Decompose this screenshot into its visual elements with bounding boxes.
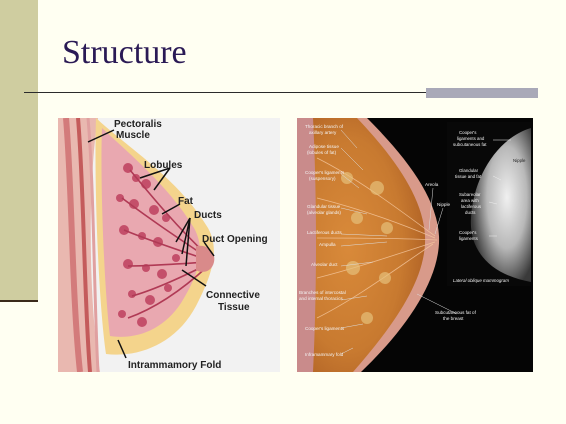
label-fold: Intrammamory Fold <box>128 360 221 371</box>
decorative-side-line <box>0 300 38 302</box>
label-subcutaneous-fat: Subcutaneous fat of <box>435 310 477 315</box>
label-nipple: Nipple <box>437 202 450 207</box>
label-alveolar-duct: Alveolar duct <box>311 262 338 267</box>
label-coopers-ligaments-2: Cooper's ligaments <box>305 326 345 331</box>
label-m-glandular: Glandular <box>459 168 479 173</box>
label-coopers-ligaments-1: Cooper's ligaments <box>305 170 345 175</box>
label-m-subcutaneous: subcutaneous fat <box>453 142 487 147</box>
label-ampulla: Ampulla <box>319 242 336 247</box>
label-internal-thoracics: and internal thoracics <box>299 296 343 301</box>
decorative-side-bar <box>0 0 38 300</box>
label-muscle: Muscle <box>116 130 150 141</box>
label-m-subareolar: Subareolar <box>459 192 481 197</box>
label-m-nipple: Nipple <box>513 158 526 163</box>
title-divider <box>24 92 536 93</box>
label-lobules-of-fat: (lobules of fat) <box>307 150 337 155</box>
slide-title: Structure <box>62 34 187 71</box>
label-alveolar-glands: (alveolar glands) <box>307 210 341 215</box>
label-m-area-with: area with <box>461 198 479 203</box>
label-mammogram-caption: Lateral oblique mammogram <box>453 278 509 283</box>
label-m-coopers: Cooper's <box>459 130 477 135</box>
label-m-ligaments-and: ligaments and <box>457 136 485 141</box>
label-m-ducts: ducts <box>465 210 476 215</box>
label-connective: Connective <box>206 290 260 301</box>
breast-anatomy-diagram: Pectoralis Muscle Lobules Fat Ducts Duct… <box>58 118 280 372</box>
label-pectoralis: Pectoralis <box>114 119 162 130</box>
label-areola: Areola <box>425 182 439 187</box>
label-ducts: Ducts <box>194 210 222 221</box>
label-adipose-tissue: Adipose tissue <box>309 144 339 149</box>
label-duct-opening: Duct Opening <box>202 234 268 245</box>
label-glandular-tissue: Glandular tissue <box>307 204 341 209</box>
label-suspensory: (suspensory) <box>309 176 336 181</box>
label-tissue: Tissue <box>218 302 250 313</box>
label-m-lactiferous: lactiferous <box>461 204 482 209</box>
label-m-coopers-2: Cooper's <box>459 230 477 235</box>
section-mammogram-svg: Thoracic branch of axillary artery Adipo… <box>297 118 531 372</box>
label-axillary-artery: axillary artery <box>309 130 337 135</box>
breast-section-and-mammogram: Thoracic branch of axillary artery Adipo… <box>297 118 533 372</box>
label-m-ligaments-2: ligaments <box>459 236 479 241</box>
label-thoracic-branch: Thoracic branch of <box>305 124 344 129</box>
label-intercostal-branches: Branches of intercostal <box>299 290 346 295</box>
label-m-tissue-and-fat: tissue and fat <box>455 174 482 179</box>
label-lobules: Lobules <box>144 160 183 171</box>
label-of-the-breast: the breast <box>443 316 464 321</box>
title-accent-bar <box>426 88 538 98</box>
label-fat: Fat <box>178 196 194 207</box>
label-inframammary-fold: Inframammary fold <box>305 352 344 357</box>
breast-anatomy-svg: Pectoralis Muscle Lobules Fat Ducts Duct… <box>58 118 268 372</box>
label-lactiferous-ducts: Lactiferous ducts <box>307 230 342 235</box>
